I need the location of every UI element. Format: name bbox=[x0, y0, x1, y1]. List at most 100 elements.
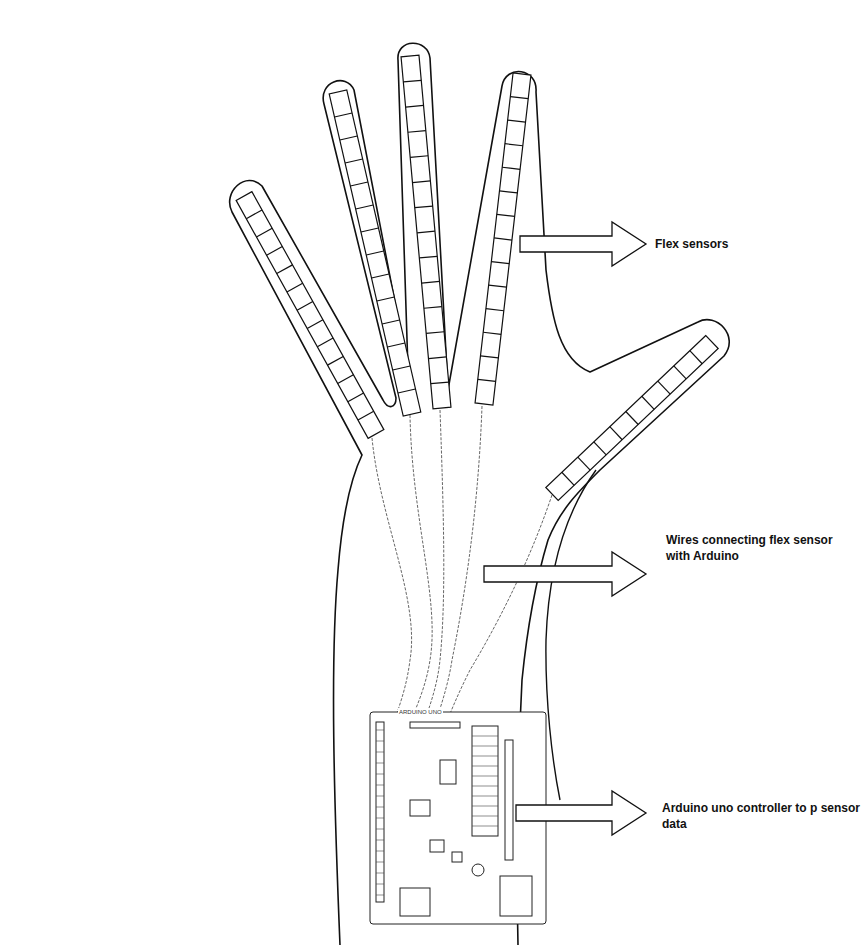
sensor-segment bbox=[510, 97, 528, 99]
callout-arrow bbox=[484, 552, 646, 596]
sensor-segment bbox=[393, 366, 411, 370]
sensor-segment bbox=[499, 191, 517, 193]
callout-label: Flex sensors bbox=[655, 236, 728, 252]
sensor-segment bbox=[412, 181, 430, 183]
sensor-segment bbox=[505, 144, 523, 146]
sensor-segment bbox=[348, 393, 364, 402]
pin-mark bbox=[376, 763, 384, 764]
callout-label: Arduino uno controller to p sensor data bbox=[662, 800, 860, 832]
sensor-segment bbox=[419, 256, 437, 258]
sensor-segment bbox=[317, 338, 333, 347]
sensor-segment bbox=[417, 231, 435, 233]
flex-sensor bbox=[401, 55, 451, 409]
sensor-segment bbox=[431, 382, 449, 384]
chip-pin-mark bbox=[472, 806, 498, 807]
sensor-segment bbox=[277, 265, 293, 274]
sensor-segment bbox=[428, 357, 446, 359]
sensor-segment bbox=[610, 427, 622, 440]
sensor-segment bbox=[422, 281, 440, 283]
flex-sensor bbox=[329, 90, 421, 416]
pin-mark bbox=[376, 884, 384, 885]
pin-mark bbox=[376, 895, 384, 896]
sensor-segment bbox=[256, 228, 272, 237]
sensor-segment bbox=[403, 80, 421, 82]
sensor-segment bbox=[338, 375, 354, 384]
component bbox=[430, 840, 444, 852]
sensor-segment bbox=[297, 301, 313, 310]
sensor-segment bbox=[287, 283, 303, 292]
sensor-segment bbox=[642, 396, 654, 409]
pin-mark bbox=[376, 840, 384, 841]
component bbox=[452, 852, 462, 862]
callout-arrow bbox=[516, 791, 646, 835]
palm-crease bbox=[546, 470, 596, 800]
pin-mark bbox=[376, 829, 384, 830]
sensor-segment bbox=[246, 210, 262, 219]
sensor-segment bbox=[491, 262, 509, 264]
sensor-segment bbox=[398, 389, 416, 393]
sensor-segment bbox=[690, 351, 702, 364]
sensor-segment bbox=[335, 113, 353, 117]
component bbox=[440, 760, 456, 784]
wire bbox=[372, 438, 412, 745]
sensor-segment bbox=[674, 366, 686, 379]
chip-pin-mark bbox=[472, 786, 498, 787]
sensor-segment bbox=[345, 159, 363, 163]
sensor-segment bbox=[658, 381, 670, 394]
flex-sensor bbox=[546, 335, 718, 500]
pin-mark bbox=[376, 730, 384, 731]
sensor-segment bbox=[508, 120, 526, 122]
sensor-segment bbox=[578, 457, 590, 470]
chip-pin-mark bbox=[472, 766, 498, 767]
sensor-segment bbox=[358, 411, 374, 420]
sensor-segment bbox=[415, 206, 433, 208]
pin-mark bbox=[376, 752, 384, 753]
chip-pin-mark bbox=[472, 816, 498, 817]
sensor-segment bbox=[480, 356, 498, 358]
hand-outline bbox=[230, 43, 730, 945]
sensor-segment bbox=[356, 205, 374, 209]
pin-mark bbox=[376, 741, 384, 742]
power-jack bbox=[400, 888, 430, 916]
sensor-segment bbox=[478, 379, 496, 381]
sensor-segment bbox=[382, 320, 400, 324]
sensor-segment bbox=[366, 251, 384, 255]
callout-arrow bbox=[520, 222, 646, 266]
header-strip bbox=[410, 722, 460, 728]
sensor-segment bbox=[489, 285, 507, 287]
sensor-segment bbox=[361, 228, 379, 232]
sensor-segment bbox=[406, 105, 424, 107]
sensor-segment bbox=[494, 238, 512, 240]
sensor-segment bbox=[340, 136, 358, 140]
component bbox=[472, 864, 484, 876]
sensor-segment bbox=[387, 343, 405, 347]
microcontroller-chip bbox=[472, 726, 498, 836]
chip-pin-mark bbox=[472, 776, 498, 777]
sensor-segment bbox=[424, 307, 442, 309]
callout-label: Wires connecting flex sensor with Arduin… bbox=[666, 532, 856, 564]
sensor-segment bbox=[483, 332, 501, 334]
sensor-segment bbox=[426, 332, 444, 334]
header-strip bbox=[505, 740, 513, 860]
pin-mark bbox=[376, 796, 384, 797]
sensor-segment bbox=[410, 156, 428, 158]
chip-pin-mark bbox=[472, 746, 498, 747]
chip-pin-mark bbox=[472, 756, 498, 757]
header-strip bbox=[376, 722, 384, 902]
pin-mark bbox=[376, 818, 384, 819]
sensor-segment bbox=[307, 320, 323, 329]
pin-mark bbox=[376, 862, 384, 863]
chip-pin-mark bbox=[472, 796, 498, 797]
pin-mark bbox=[376, 785, 384, 786]
sensor-segment bbox=[626, 411, 638, 424]
sensor-segment bbox=[408, 131, 426, 133]
pin-mark bbox=[376, 774, 384, 775]
sensor-segment bbox=[486, 309, 504, 311]
pin-mark bbox=[376, 873, 384, 874]
chip-pin-mark bbox=[472, 826, 498, 827]
pin-mark bbox=[376, 807, 384, 808]
sensor-segment bbox=[328, 356, 344, 365]
sensor-segment bbox=[377, 297, 395, 301]
sensor-segment bbox=[372, 274, 390, 278]
